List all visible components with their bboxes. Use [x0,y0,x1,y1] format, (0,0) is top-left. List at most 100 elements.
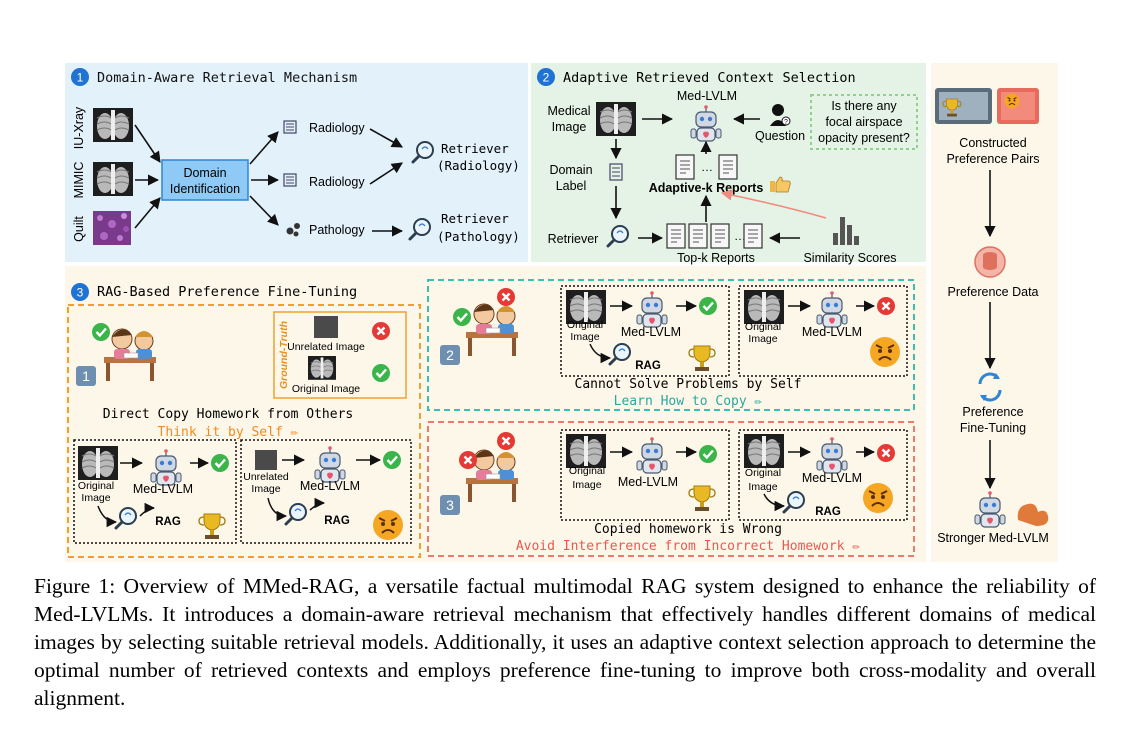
rag-label: RAG [155,516,181,528]
output-radiology-1: Radiology [309,121,365,135]
scenario2-frame [427,279,915,411]
scenario2-subtext: Learn How to Copy ✏ [614,394,763,409]
question-text-l1: Is there any [831,99,897,113]
check-icon [90,321,112,343]
question-text-l3: opacity present? [818,131,910,145]
question-label: Question [755,129,805,143]
scenario1-frame [67,304,421,558]
domain-identification-box [161,159,249,201]
finetune-l1: Preference [962,405,1023,419]
check-icon [451,306,473,328]
medical-image-l1: Medical [547,104,590,118]
stronger-label: Stronger Med-LVLM [937,531,1049,545]
s3-case-a-box [560,429,730,521]
ground-truth-box [273,311,407,399]
orig-l1: Original [745,321,781,333]
mimic-image [92,161,134,197]
medical-image-l2: Image [552,120,587,134]
similarity-scores-label: Similarity Scores [803,251,896,265]
case-image [77,445,119,481]
retriever-label: Retriever [548,232,599,246]
orig-l1: Original [745,467,781,479]
adaptive-doc-icon [718,154,738,180]
panel2-number-badge [537,68,555,86]
panel2-number: 2 [543,71,550,85]
check-icon [381,449,403,471]
unrel-l1: Unrelated [243,471,289,483]
iu-xray-image [92,107,134,143]
scenario1-number-badge: 1 [76,366,96,386]
orig-l1: Original [567,319,603,331]
orig-l2: Image [81,492,110,504]
preference-data-icon [974,246,1006,278]
med-lvlm-label: Med-LVLM [621,325,681,339]
question-text-l2: focal airspace [825,115,902,129]
question-box [810,94,918,150]
cross-icon [495,430,517,452]
topk-ellipsis: … [734,229,746,243]
panel3-number: 3 [77,286,84,300]
rag-label: RAG [324,515,350,527]
check-icon [697,443,719,465]
med-lvlm-label: Med-LVLM [618,475,678,489]
topk-doc-icon [710,223,730,249]
constructed-l1: Constructed [959,136,1026,150]
retriever-radiology-l2: (Radiology) [437,158,520,173]
panel2-title: Adaptive Retrieved Context Selection [563,70,856,86]
preference-pairs-icon [935,88,1039,124]
orig-l1: Original [78,480,114,492]
output-radiology-2: Radiology [309,175,365,189]
question-person-icon: ? [770,104,791,126]
radiology-icon [283,120,297,134]
thumbs-up-icon [770,176,791,193]
topk-reports-label: Top-k Reports [677,251,755,265]
adaptive-doc-icon [675,154,695,180]
rag-label: RAG [815,506,841,518]
unrelated-image-label: Unrelated Image [287,341,365,353]
angry-face-icon [869,336,901,368]
case-image [743,289,785,325]
retriever-pathology-l1: Retriever [441,211,509,226]
fine-tuning-icon [978,372,1002,402]
cross-icon [495,286,517,308]
med-lvlm-label: Med-LVLM [802,325,862,339]
domain-label-l2: Label [556,179,587,193]
med-lvlm-label: Med-LVLM [677,89,737,103]
preference-data-label: Preference Data [947,285,1038,299]
output-pathology: Pathology [309,223,365,237]
adaptive-ellipsis: … [701,160,713,174]
domain-label-l1: Domain [549,163,592,177]
orig-l2: Image [570,331,599,343]
muscle-icon [1017,503,1049,526]
scenario1-text: Direct Copy Homework from Others [103,407,353,422]
rag-label: RAG [635,360,661,372]
scenario1-subtext: Think it by Self ✏ [158,425,299,440]
case-image [743,433,785,469]
medical-image [595,101,637,137]
scenario3-number-badge: 3 [440,495,460,515]
svg-text:1: 1 [82,368,90,384]
med-lvlm-label: Med-LVLM [300,479,360,493]
med-lvlm-label: Med-LVLM [802,471,862,485]
input-label-mimic: MIMIC [72,162,86,199]
scenario2-text: Cannot Solve Problems by Self [575,377,802,392]
scenario2-number-badge: 2 [440,345,460,365]
panel1-title: Domain-Aware Retrieval Mechanism [97,70,357,86]
check-icon [209,452,231,474]
cross-icon [370,320,392,342]
panel1-number-badge [71,68,89,86]
overview-diagram: 1 Domain-Aware Retrieval Mechanism IU-Xr… [65,63,1058,562]
constructed-l2: Preference Pairs [946,152,1039,166]
orig-l2: Image [572,479,601,491]
scenario3-subtext: Avoid Interference from Incorrect Homewo… [516,539,861,554]
scenario3-text: Copied homework is Wrong [594,522,782,537]
cross-icon [875,442,897,464]
angry-face-icon [372,509,404,541]
angry-face-icon [862,482,894,514]
orig-l2: Image [748,481,777,493]
topk-doc-icon [688,223,708,249]
s1-case-a-box [73,439,237,544]
check-icon [697,295,719,317]
case-image [565,433,607,469]
pathology-icon [286,223,300,237]
